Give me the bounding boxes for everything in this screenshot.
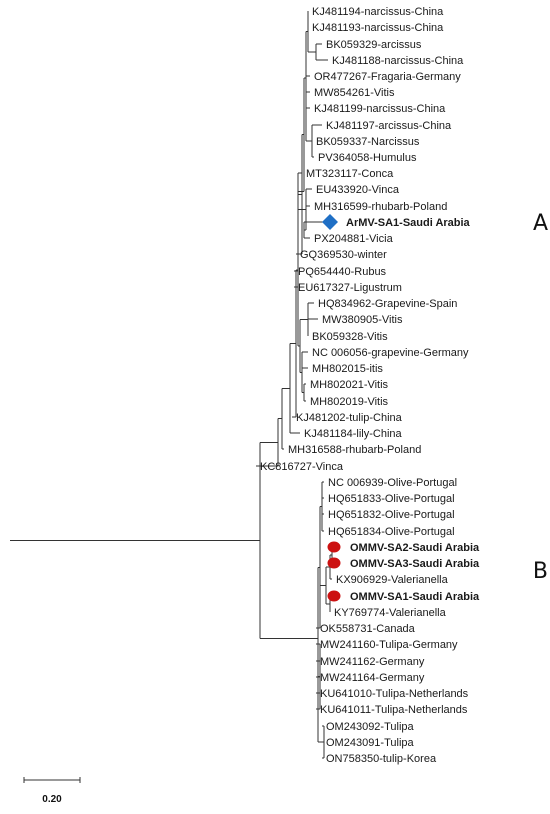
taxon-label: KY769774-Valerianella xyxy=(334,607,447,619)
taxon-label: OMMV-SA3-Saudi Arabia xyxy=(350,558,480,570)
taxon-label: OMMV-SA1-Saudi Arabia xyxy=(350,591,480,603)
taxon-label: OR477267-Fragaria-Germany xyxy=(314,71,461,83)
clade-labels: AB xyxy=(533,211,548,584)
taxon-label: MH316588-rhubarb-Poland xyxy=(288,444,421,456)
clade-label-b: B xyxy=(533,559,548,584)
taxon-label: EU617327-Ligustrum xyxy=(298,282,402,294)
taxon-label: OM243092-Tulipa xyxy=(326,721,415,733)
taxon-label: NC 006939-Olive-Portugal xyxy=(328,477,457,489)
taxon-label: MW241162-Germany xyxy=(320,656,425,668)
taxon-label: MH802019-Vitis xyxy=(310,396,389,408)
taxon-label: KJ481194-narcissus-China xyxy=(312,6,444,18)
scale-bar: 0.20 xyxy=(23,777,81,805)
taxon-label: KU641011-Tulipa-Netherlands xyxy=(320,704,468,716)
taxon-label: MT323117-Conca xyxy=(306,168,394,180)
taxon-label: PV364058-Humulus xyxy=(318,152,417,164)
taxon-label: MH316599-rhubarb-Poland xyxy=(314,201,447,213)
taxon-label: OK558731-Canada xyxy=(320,623,416,635)
taxon-label: MW854261-Vitis xyxy=(314,87,395,99)
taxon-label: HQ651832-Olive-Portugal xyxy=(328,509,455,521)
taxon-label: OMMV-SA2-Saudi Arabia xyxy=(350,542,480,554)
taxon-label: BK059337-Narcissus xyxy=(316,136,420,148)
clade-label-a: A xyxy=(533,211,548,236)
taxon-label: EU433920-Vinca xyxy=(316,184,400,196)
taxon-label: KJ481197-arcissus-China xyxy=(326,120,452,132)
taxon-label: HQ834962-Grapevine-Spain xyxy=(318,298,457,310)
tip-labels: KJ481194-narcissus-ChinaKJ481193-narciss… xyxy=(260,6,480,765)
taxon-label: NC 006056-grapevine-Germany xyxy=(312,347,469,359)
red-circle-marker xyxy=(327,557,341,569)
taxon-label: KX906929-Valerianella xyxy=(336,574,449,586)
taxon-label: KJ481202-tulip-China xyxy=(296,412,403,424)
blue-diamond-marker xyxy=(322,214,338,230)
red-circle-marker xyxy=(327,590,341,602)
taxon-label: KJ481199-narcissus-China xyxy=(314,103,446,115)
taxon-label: HQ651834-Olive-Portugal xyxy=(328,526,455,538)
taxon-label: KJ481193-narcissus-China xyxy=(312,22,444,34)
red-circle-marker xyxy=(327,541,341,553)
taxon-label: KJ481188-narcissus-China xyxy=(332,55,464,67)
taxon-label: ArMV-SA1-Saudi Arabia xyxy=(346,217,471,229)
taxon-label: KJ481184-lily-China xyxy=(304,428,403,440)
scale-bar-label: 0.20 xyxy=(42,794,62,805)
taxon-label: MW380905-Vitis xyxy=(322,314,403,326)
taxon-label: ON758350-tulip-Korea xyxy=(326,753,437,765)
taxon-label: MW241160-Tulipa-Germany xyxy=(320,639,458,651)
taxon-label: GQ369530-winter xyxy=(300,249,387,261)
taxon-label: KU641010-Tulipa-Netherlands xyxy=(320,688,469,700)
taxon-label: MH802015-itis xyxy=(312,363,383,375)
taxon-label: PX204881-Vicia xyxy=(314,233,394,245)
tree-branches xyxy=(10,11,338,759)
tip-markers xyxy=(322,214,341,602)
taxon-label: MW241164-Germany xyxy=(320,672,425,684)
taxon-label: OM243091-Tulipa xyxy=(326,737,415,749)
taxon-label: PQ654440-Rubus xyxy=(298,266,387,278)
taxon-label: BK059328-Vitis xyxy=(312,331,388,343)
taxon-label: BK059329-arcissus xyxy=(326,39,422,51)
taxon-label: KC816727-Vinca xyxy=(260,461,344,473)
taxon-label: MH802021-Vitis xyxy=(310,379,389,391)
taxon-label: HQ651833-Olive-Portugal xyxy=(328,493,455,505)
